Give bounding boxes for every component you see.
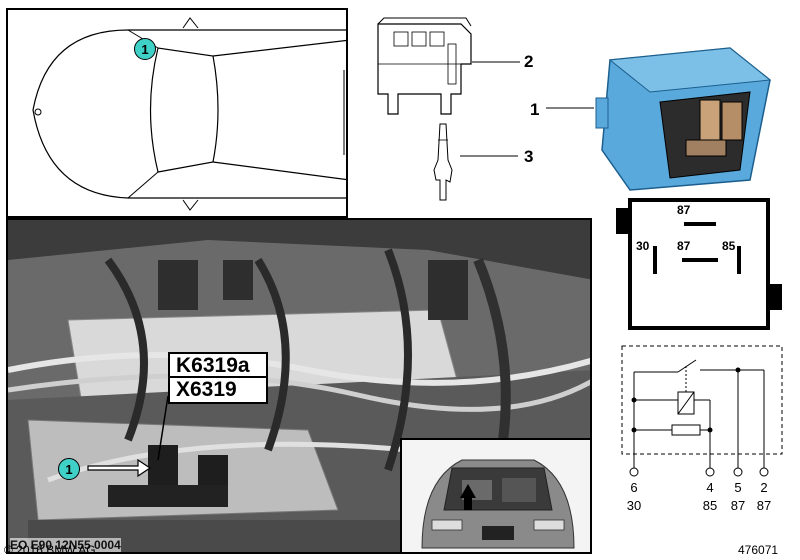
relay-label: K6319a [168,352,268,380]
reference-number: 476071 [738,543,779,557]
car-location-panel: 1 [6,8,348,218]
relay-term-left: 30 [636,239,650,253]
relay-term-right: 85 [722,239,736,253]
part-number-2: 2 [524,52,534,71]
leader-line-3 [460,155,518,157]
circuit-pin-num-5: 5 [734,480,742,495]
part-number-1: 1 [530,100,540,119]
connector-label: X6319 [168,376,268,404]
vehicle-front-illustration [402,440,590,552]
circuit-pin-term-85: 85 [702,498,718,513]
circuit-pin-num-4: 4 [706,480,714,495]
relay-circuit-diagram [621,345,783,477]
terminal-drawing [433,123,453,201]
image-code: EO E90 12N55 0004 [10,538,121,552]
relay-symbol-box [616,198,782,330]
circuit-pin-term-87b: 87 [756,498,772,513]
circuit-pin-term-87a: 87 [730,498,746,513]
part-number-3: 3 [524,147,534,166]
relay-term-middle: 87 [677,239,691,253]
leader-line-2 [472,61,520,63]
circuit-pin-num-6: 6 [630,480,638,495]
relay-drawing [595,47,772,191]
leader-line-1 [546,107,594,109]
callout-car: 1 [134,38,156,60]
connector-housing-drawing [377,17,472,115]
callout-photo: 1 [58,458,80,480]
car-outline [32,17,346,211]
circuit-pin-num-2: 2 [760,480,768,495]
inset-vehicle-photo [400,438,592,554]
relay-term-top: 87 [677,203,691,217]
copyright: © 2016 BMW AG [4,543,96,557]
circuit-pin-term-30: 30 [626,498,642,513]
